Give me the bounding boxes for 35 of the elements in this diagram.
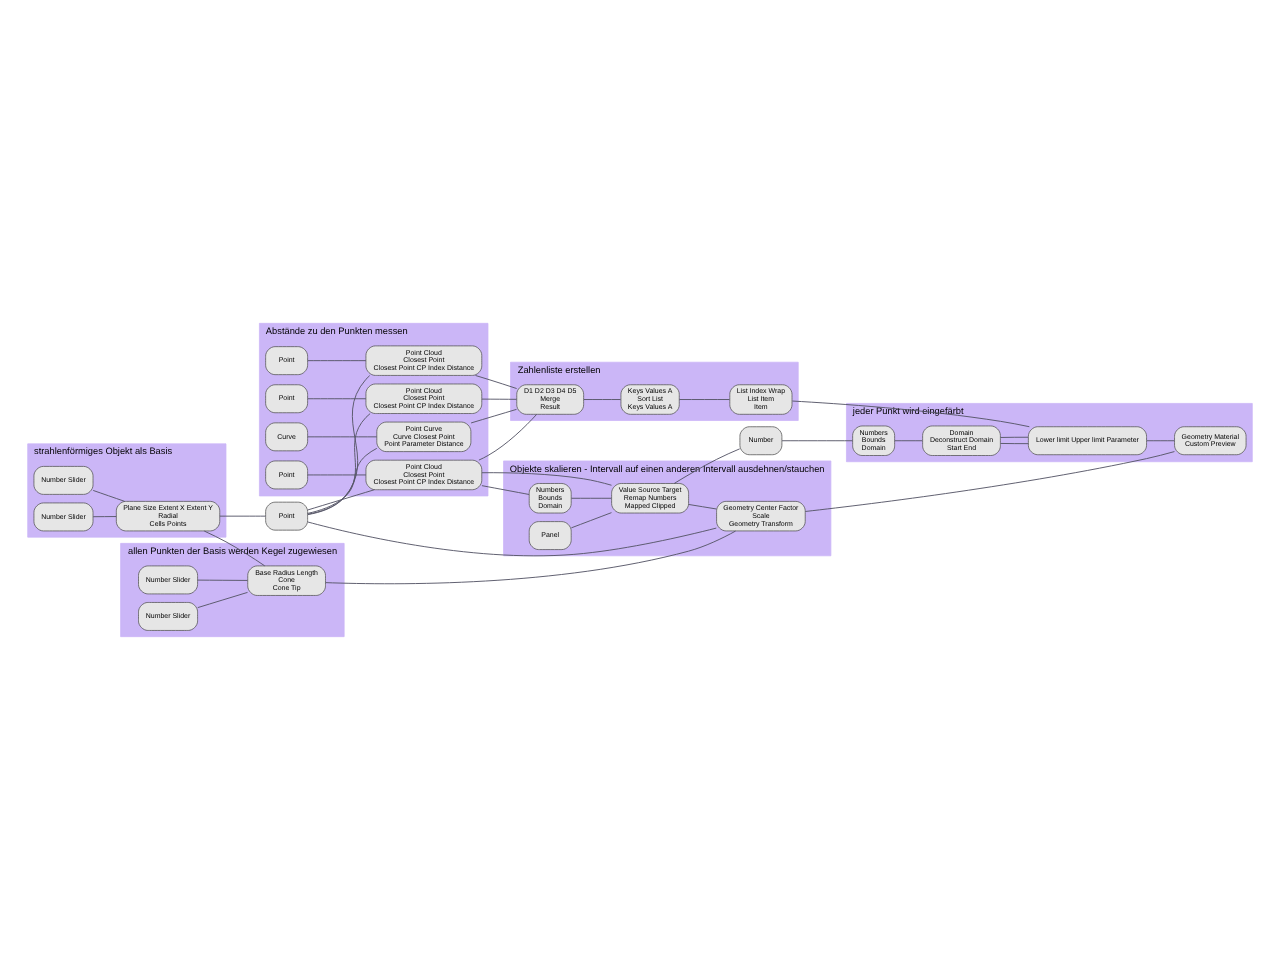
connector — [307, 521, 717, 557]
connector — [307, 398, 367, 400]
connector — [1000, 436, 1029, 438]
connector — [570, 497, 612, 499]
connector — [481, 398, 518, 400]
connector — [197, 579, 248, 581]
connector — [307, 447, 378, 514]
connector — [307, 474, 367, 476]
connector — [791, 400, 1030, 428]
connector — [307, 436, 378, 438]
connector — [307, 360, 367, 362]
connector — [781, 440, 854, 442]
connector — [1146, 440, 1175, 442]
connector — [92, 516, 117, 518]
connector — [219, 515, 266, 517]
connector — [197, 591, 248, 609]
connector — [307, 413, 371, 515]
connector — [570, 512, 612, 529]
connector — [688, 504, 717, 510]
connector — [478, 413, 538, 461]
connector — [307, 375, 371, 516]
connector — [481, 485, 530, 495]
connector — [307, 489, 375, 511]
connector — [475, 375, 518, 389]
connector — [325, 530, 737, 585]
connector — [678, 399, 730, 400]
connector — [894, 440, 923, 442]
connector — [673, 448, 741, 484]
connector — [203, 530, 266, 567]
connector — [92, 490, 126, 502]
connector — [1000, 443, 1029, 445]
connector — [583, 399, 622, 400]
connector — [481, 472, 612, 486]
connector — [804, 451, 1175, 512]
connector — [470, 408, 517, 424]
